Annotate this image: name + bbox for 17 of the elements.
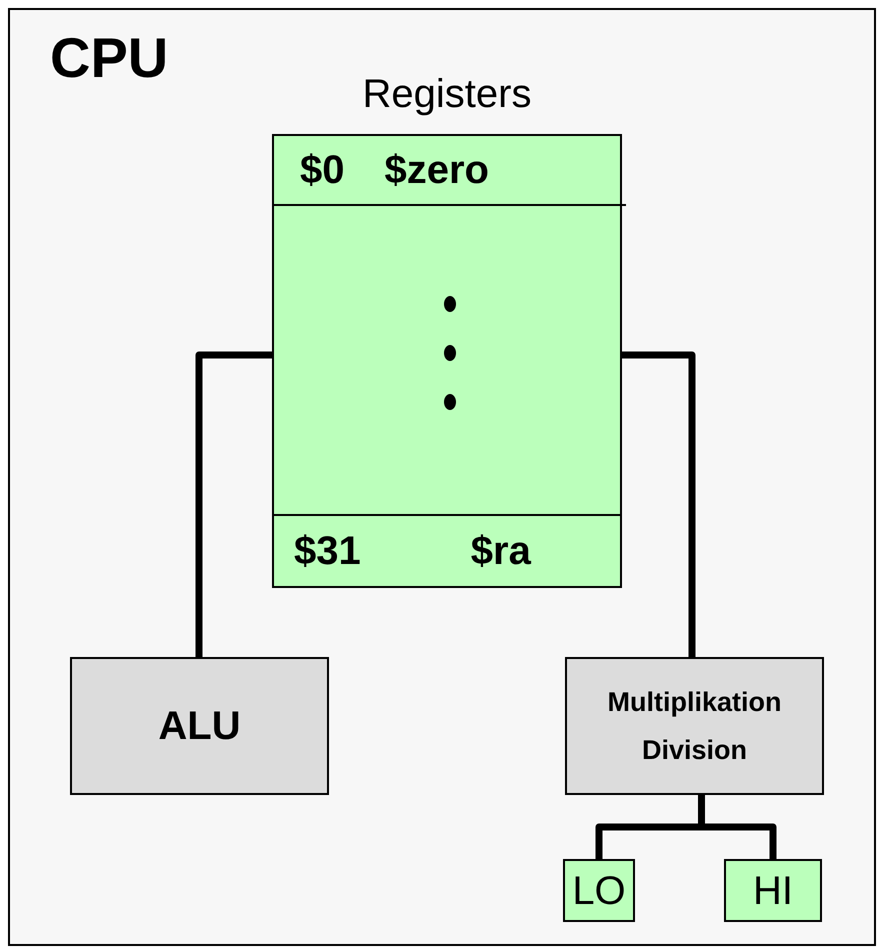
register-name: $ra xyxy=(470,528,531,575)
cpu-title: CPU xyxy=(50,30,168,86)
register-name: $0 xyxy=(300,147,344,194)
unit-box xyxy=(565,657,824,795)
register-name: $zero xyxy=(384,147,489,194)
unit-box xyxy=(70,657,329,795)
unit-label: Multiplikation Division xyxy=(606,686,782,767)
cpu-box xyxy=(8,8,876,946)
register-box xyxy=(563,859,635,922)
connector-line xyxy=(622,352,696,657)
register-heading: Registers xyxy=(362,71,532,118)
register-box xyxy=(724,859,822,922)
unit-label: ALU xyxy=(158,703,241,750)
connector-line xyxy=(196,352,272,657)
unit-label: LO xyxy=(572,870,626,910)
register-name: $31 xyxy=(294,528,361,575)
unit-label: HI xyxy=(753,870,793,910)
